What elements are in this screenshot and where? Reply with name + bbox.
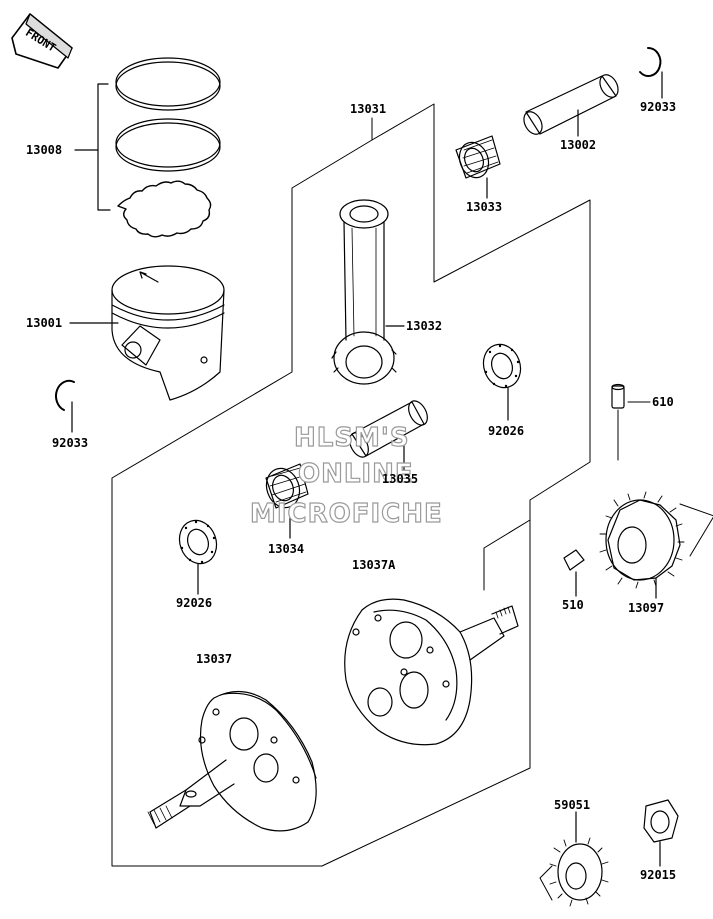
part-label-510[interactable]: 510 bbox=[562, 598, 584, 612]
connecting-rod-drawing bbox=[332, 200, 404, 384]
thrust-washer-lower-drawing bbox=[174, 515, 223, 594]
part-label-92015[interactable]: 92015 bbox=[640, 868, 677, 882]
part-label-13031[interactable]: 13031 bbox=[350, 102, 387, 116]
crankshaft-right-half-drawing bbox=[345, 599, 518, 745]
circlip-left-drawing bbox=[56, 381, 74, 432]
piston-drawing bbox=[70, 266, 224, 400]
part-label-92033-left[interactable]: 92033 bbox=[52, 436, 89, 450]
part-label-92026-lower[interactable]: 92026 bbox=[176, 596, 213, 610]
thrust-washer-upper-drawing bbox=[478, 339, 527, 420]
drive-gear-drawing bbox=[540, 812, 608, 906]
needle-bearing-large-drawing bbox=[261, 464, 308, 538]
part-label-13035[interactable]: 13035 bbox=[382, 472, 419, 486]
assembly-boundary-lines bbox=[112, 104, 650, 866]
flange-nut-drawing bbox=[644, 800, 678, 866]
part-label-13033[interactable]: 13033 bbox=[466, 200, 503, 214]
part-label-13097[interactable]: 13097 bbox=[628, 601, 665, 615]
watermark-line-3: MICROFICHE bbox=[249, 499, 443, 529]
watermark-line-2: ONLINE bbox=[297, 459, 414, 489]
part-label-59051[interactable]: 59051 bbox=[554, 798, 591, 812]
watermark-line-1: HLSM'S bbox=[293, 423, 410, 453]
piston-rings-drawing bbox=[75, 58, 220, 237]
part-label-610[interactable]: 610 bbox=[652, 395, 674, 409]
part-label-13001[interactable]: 13001 bbox=[26, 316, 63, 330]
part-label-92026-upper[interactable]: 92026 bbox=[488, 424, 525, 438]
piston-pin-drawing bbox=[520, 72, 621, 138]
part-label-13034[interactable]: 13034 bbox=[268, 542, 305, 556]
part-label-13008[interactable]: 13008 bbox=[26, 143, 63, 157]
part-label-92033-right[interactable]: 92033 bbox=[640, 100, 677, 114]
part-label-13002[interactable]: 13002 bbox=[560, 138, 597, 152]
crank-pin-drawing bbox=[346, 398, 431, 470]
part-label-13037A[interactable]: 13037A bbox=[352, 558, 396, 572]
primary-gear-drawing bbox=[600, 492, 713, 598]
circlip-right-drawing bbox=[640, 48, 662, 98]
woodruff-key-drawing bbox=[564, 550, 584, 596]
part-label-13032[interactable]: 13032 bbox=[406, 319, 443, 333]
dowel-pin-drawing bbox=[612, 385, 624, 409]
crankshaft-left-half-drawing bbox=[148, 691, 316, 830]
front-arrow-icon: FRONT bbox=[12, 14, 72, 68]
part-label-13037[interactable]: 13037 bbox=[196, 652, 233, 666]
needle-bearing-small-drawing bbox=[455, 136, 500, 198]
